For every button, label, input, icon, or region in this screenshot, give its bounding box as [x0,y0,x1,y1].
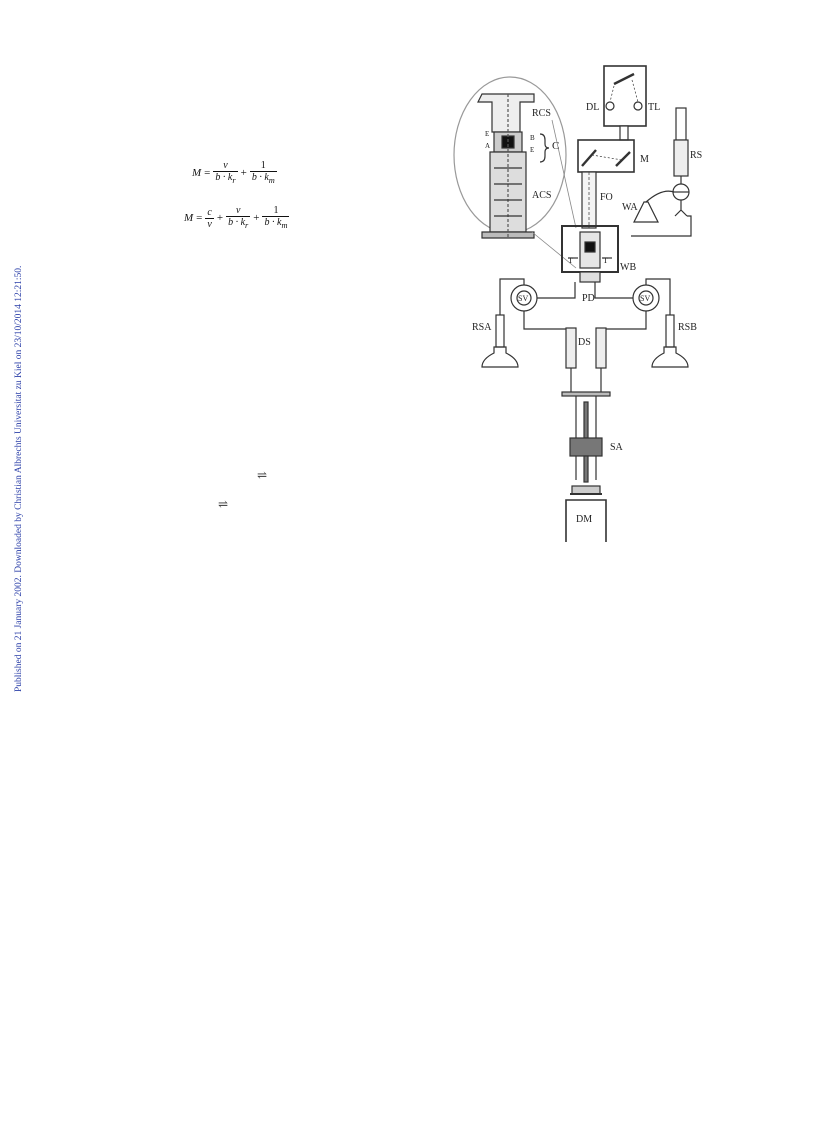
equilibrium-symbol-1: ⇌ [257,468,268,482]
pd-block [579,271,601,283]
eq1-term2: 1 b · km [249,160,277,185]
label-t-left: T [568,256,573,265]
label-rsa: RSA [472,322,492,333]
label-rs: RS [690,150,702,161]
drive-syringe-a [565,327,577,369]
drive-motor [565,499,607,542]
label-dl: DL [586,102,599,113]
stop-assembly [569,437,603,457]
lead-screw [583,401,589,439]
label-wb: WB [620,262,636,273]
label-rcs: RCS [532,108,551,119]
label-sv-b: SV [640,294,650,303]
eq2-lhs: M [184,212,194,224]
label-rsb: RSB [678,322,697,333]
eq2-term0: c v [205,206,214,230]
label-dm: DM [576,514,592,525]
label-fo: FO [600,192,613,203]
tl-lamp [633,101,643,111]
equation-1: M = v b · kr + 1 b · km [192,160,277,185]
eq1-term1: v b · kr [213,160,238,185]
syringe-plate [561,391,611,397]
label-wa: WA [622,202,638,213]
label-sa: SA [610,442,624,453]
label-sv-a: SV [518,294,528,303]
label-m: M [640,154,649,165]
equation-2: M = c v + v b · kr + 1 b · km [184,205,290,230]
label-c: C [552,140,559,152]
label-b: B [530,134,535,142]
laser-box [603,65,647,127]
drive-syringe-b [595,327,607,369]
inset-rcs-head [477,93,535,133]
label-e-left: E [485,130,489,138]
dl-lamp [605,101,615,111]
reservoir-b [651,346,689,368]
eq2-term1: v b · kr [226,205,251,230]
label-acs: ACS [532,190,551,201]
reservoir-a [481,346,519,368]
eq1-lhs: M [192,167,202,179]
publication-sidebar: Published on 21 January 2002. Downloaded… [4,212,24,692]
reservoir-syringe [673,139,689,177]
label-e-right: E [530,146,534,154]
brace-c [539,133,550,163]
mirror-box [577,139,635,173]
waste-flask [633,201,659,223]
apparatus-diagram: RCS C ACS E A B E DL TL M RS FO WA T T W… [453,65,702,542]
label-t-right: T [603,256,608,265]
label-pd: PD [582,293,595,304]
label-ds: DS [578,337,591,348]
published-note: Published on 21 January 2002. Downloaded… [14,265,24,692]
equilibrium-symbol-2: ⇌ [218,497,229,511]
label-a: A [485,142,490,150]
label-tl: TL [648,102,660,113]
eq2-term2: 1 b · km [262,205,290,230]
